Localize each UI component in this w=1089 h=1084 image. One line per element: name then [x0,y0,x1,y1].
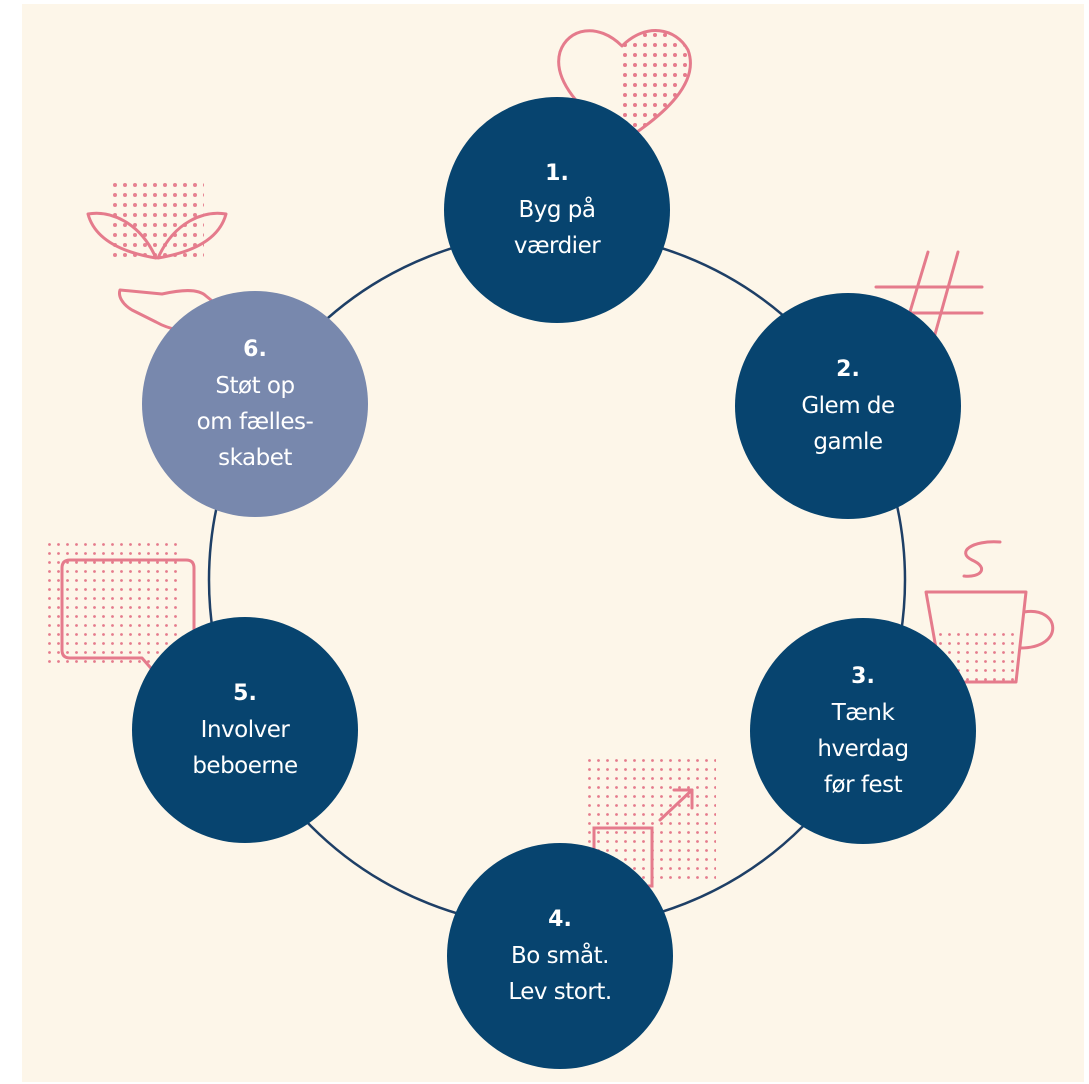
step-5-label-line-2: beboerne [192,753,298,779]
step-1-label-line-2: værdier [513,233,601,259]
step-3-node: 3. Tænk hverdag før fest [750,618,976,844]
step-1-number: 1. [545,161,569,186]
step-4-node: 4. Bo småt. Lev stort. [447,843,673,1069]
step-5-node: 5. Involver beboerne [132,617,358,843]
step-6-node: 6. Støt op om fælles- skabet [142,291,368,517]
step-2-node: 2. Glem de gamle [735,293,961,519]
hand-leaves-icon [86,180,228,346]
speech-bubble-icon [46,543,196,692]
step-6-label-line-3: skabet [218,445,292,471]
step-4-label-line-2: Lev stort. [508,979,612,1005]
step-2-label-line-2: gamle [813,429,883,455]
step-4-number: 4. [548,907,572,932]
step-3-label-line-2: hverdag [817,736,909,762]
step-6-number: 6. [243,337,267,362]
step-6-label-line-2: om fælles- [196,409,314,435]
step-2-label-line-1: Glem de [801,393,895,419]
step-2-number: 2. [836,357,860,382]
step-3-label-line-3: før fest [823,772,903,798]
step-5-label-line-1: Involver [200,717,290,743]
expand-arrow-icon [588,757,716,888]
step-3-number: 3. [851,664,875,689]
step-1-node: 1. Byg på værdier [444,97,670,323]
step-1-label-line-1: Byg på [518,197,597,223]
step-6-label-line-1: Støt op [215,373,295,399]
step-5-number: 5. [233,681,257,706]
step-3-label-line-1: Tænk [831,700,895,726]
step-4-label-line-1: Bo småt. [511,943,609,969]
